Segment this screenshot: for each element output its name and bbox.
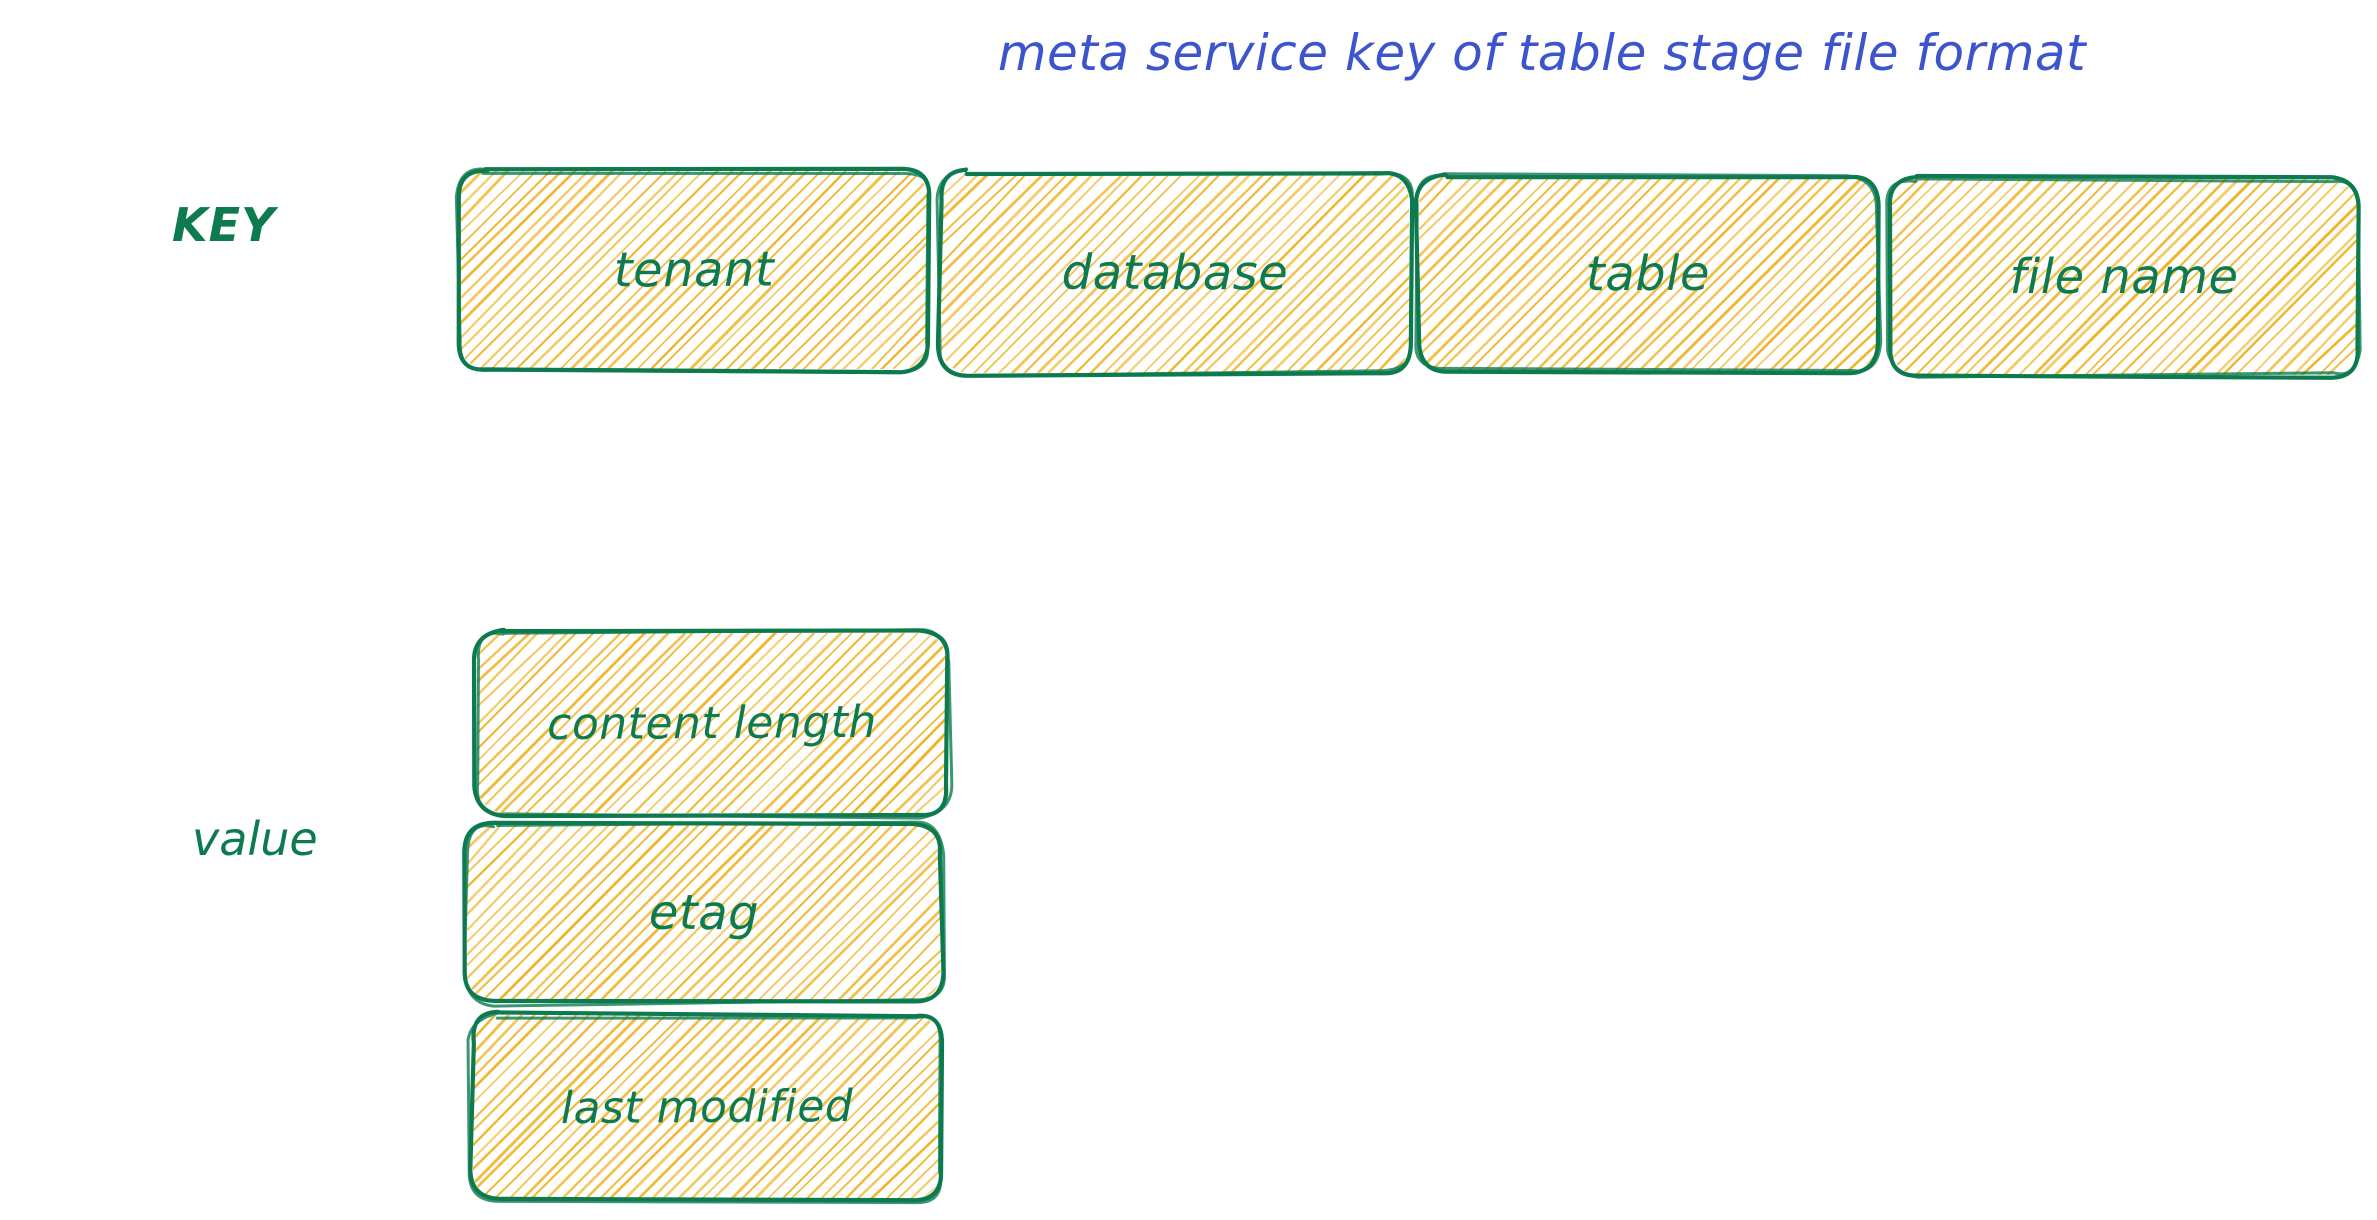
value-content-length-label: content length [546, 696, 878, 750]
value-content-length-box[interactable]: content length [462, 618, 962, 828]
value-column-label: value [192, 812, 318, 866]
key-database-label: database [1061, 244, 1289, 302]
page-title: meta service key of table stage file for… [997, 24, 2087, 82]
value-last-modified-box[interactable]: last modified [458, 1000, 956, 1214]
key-tenant-box[interactable]: tenant [444, 156, 944, 384]
key-file-name-label: file name [2009, 248, 2239, 306]
key-row-label: KEY [172, 198, 276, 252]
value-last-modified-label: last modified [560, 1080, 854, 1134]
value-etag-label: etag [648, 884, 760, 942]
key-table-label: table [1585, 245, 1711, 303]
key-file-name-box[interactable]: file name [1876, 164, 2372, 390]
key-table-box[interactable]: table [1404, 162, 1892, 386]
key-database-box[interactable]: database [926, 158, 1424, 388]
key-tenant-label: tenant [613, 241, 775, 299]
value-etag-box[interactable]: etag [452, 810, 956, 1016]
